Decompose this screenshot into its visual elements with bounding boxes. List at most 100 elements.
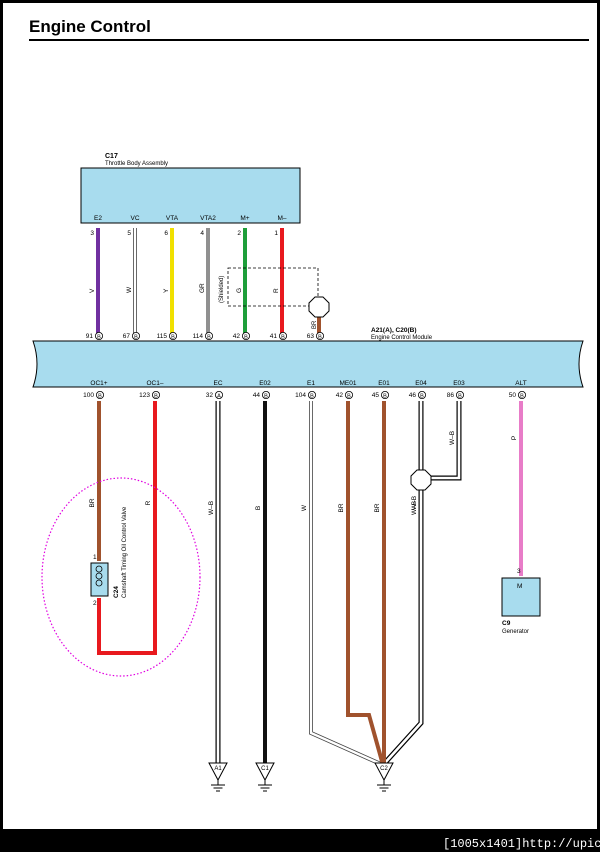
ecm-conn-e2-letter: B — [97, 334, 101, 340]
ground-A1: A1 — [208, 762, 228, 792]
ecm-conn-vc-circle — [131, 331, 140, 340]
ecm-conn-me01: B — [344, 390, 353, 399]
grounds: A1 C1 C2 — [208, 762, 394, 792]
ecm-conn-e02-letter: B — [264, 393, 268, 399]
ecm-sig-oc1p: OC1+ — [90, 380, 107, 387]
shield-box — [227, 267, 319, 307]
ecm-pin-ge01: 63 — [307, 333, 315, 340]
wire-label-e04: W–B — [411, 496, 418, 510]
throttle-sig-mplus: M+ — [240, 215, 249, 222]
ecm-code: A21(A), C20(B) — [371, 327, 417, 334]
ecm-pin-vta: 115 — [157, 333, 168, 340]
ecm-pin-alt: 50 — [509, 392, 517, 399]
wire-label-e2: V — [89, 288, 96, 293]
bottom-wires — [97, 401, 523, 767]
ecm-conn-vta-letter: B — [171, 334, 175, 340]
ground-label-C2: C2 — [380, 766, 388, 772]
ecm-conn-ge01: B — [315, 331, 324, 340]
ecm-conn-vta2-letter: B — [207, 334, 211, 340]
throttle-code: C17 — [105, 153, 118, 160]
ecm-pin-mplus: 42 — [233, 333, 241, 340]
ecm-conn-oc1p-letter: B — [98, 393, 102, 399]
ecm-conn-mminus: B — [278, 331, 287, 340]
top-labels: E23V91BETAVC5W67BVCTAVTA6Y115BVTA1VTA24G… — [86, 215, 328, 353]
throttle-sig-vc: VC — [130, 215, 139, 222]
wire-e04-outline — [381, 401, 424, 767]
wire-label-e02: B — [255, 506, 262, 510]
ground-C2: C2 — [374, 762, 394, 792]
ground-label-C1: C1 — [261, 766, 269, 772]
ecm-conn-e2: B — [95, 331, 104, 340]
ecm-sig-e02: E02 — [259, 380, 271, 387]
ecm-conn-e2-circle — [95, 331, 104, 340]
wire-label-mplus: G — [236, 288, 243, 293]
ecm-conn-oc1m-letter: B — [154, 393, 158, 399]
ecm-pin-e03: 86 — [447, 392, 455, 399]
ground-C1: C1 — [255, 762, 275, 792]
ecm-conn-e03-circle — [455, 390, 464, 399]
ecm-conn-alt-letter: B — [520, 393, 524, 399]
wire-label-alt: P — [511, 436, 518, 440]
wire-label-e1: W — [301, 504, 308, 511]
ecm-pin-oc1m: 123 — [139, 392, 150, 399]
ecm-conn-mplus-circle — [241, 331, 250, 340]
wire-label-e04-lower: W–B — [411, 501, 418, 515]
throttle-sig-vta2: VTA2 — [200, 215, 216, 222]
wire-label-me01: BR — [338, 503, 345, 512]
diagram-page: Engine Control C17 Throttle Body Assembl… — [3, 3, 600, 851]
ecm-pin-mminus: 41 — [270, 333, 278, 340]
valve-name: Camshaft Timing Oil Control Valve — [122, 506, 128, 598]
wire-e03 — [429, 401, 461, 480]
ecm-conn-oc1p: B — [96, 390, 105, 399]
generator-code: C9 — [502, 620, 511, 627]
highlight-ellipse — [41, 477, 201, 677]
ecm-conn-alt-circle — [518, 390, 527, 399]
ecm-conn-e04: B — [417, 390, 426, 399]
ecm-pin-vta2: 114 — [193, 333, 204, 340]
ecm-conn-oc1m: B — [151, 390, 160, 399]
ecm-conn-ec: A — [214, 390, 223, 399]
wire-label-vc: W — [126, 286, 133, 293]
ecm-conn-e04-circle — [417, 390, 426, 399]
ecm-conn-e04-letter: B — [420, 393, 424, 399]
ecm-conn-me01-letter: B — [347, 393, 351, 399]
generator-box — [501, 577, 541, 617]
wire-label-oc1p: BR — [89, 498, 96, 507]
ecm-conn-ec-circle — [214, 390, 223, 399]
ecm-conn-oc1p-circle — [96, 390, 105, 399]
ecm-conn-vta2: B — [204, 331, 213, 340]
ecm-conn-mplus-letter: B — [244, 334, 248, 340]
throttle-pin-vc: 5 — [127, 230, 131, 237]
ecm-conn-oc1m-circle — [151, 390, 160, 399]
ecm-sig-e04: E04 — [415, 380, 427, 387]
ecm-conn-e03: B — [455, 390, 464, 399]
ecm-conn-e01: B — [380, 390, 389, 399]
throttle-name: Throttle Body Assembly — [105, 161, 168, 167]
ecm-pin-vc: 67 — [123, 333, 131, 340]
ecm-conn-e1-circle — [307, 390, 316, 399]
throttle-pin-e2: 3 — [90, 230, 94, 237]
valve-box — [90, 562, 109, 597]
ecm-name: Engine Control Module — [371, 335, 433, 341]
ecm-conn-e01-letter: B — [383, 393, 387, 399]
ecm-conn-mminus-letter: B — [281, 334, 285, 340]
wire-e04 — [382, 401, 423, 766]
ecm-conn-ge01-letter: B — [318, 334, 322, 340]
throttle-pin-mminus: 1 — [274, 230, 278, 237]
throttle-sig-vta: VTA — [166, 215, 179, 222]
ecm-conn-ec-letter: A — [217, 393, 221, 399]
ecm-conn-e02-circle — [261, 390, 270, 399]
ecm-conn-mplus: B — [241, 331, 250, 340]
ecm-conn-ge01-circle — [315, 331, 324, 340]
wire-me01 — [346, 401, 385, 766]
wire-label-mminus: R — [273, 288, 280, 293]
wire-label-oc1m: R — [145, 500, 152, 505]
wire-oc1m — [97, 401, 157, 655]
ecm-conn-e02: B — [261, 390, 270, 399]
valve-coil-icon — [95, 565, 103, 587]
ecm-conn-vc-letter: B — [134, 334, 138, 340]
ecm-pin-e1: 104 — [295, 392, 306, 399]
ecm-sig-e03: E03 — [453, 380, 465, 387]
ecm-conn-vc: B — [131, 331, 140, 340]
